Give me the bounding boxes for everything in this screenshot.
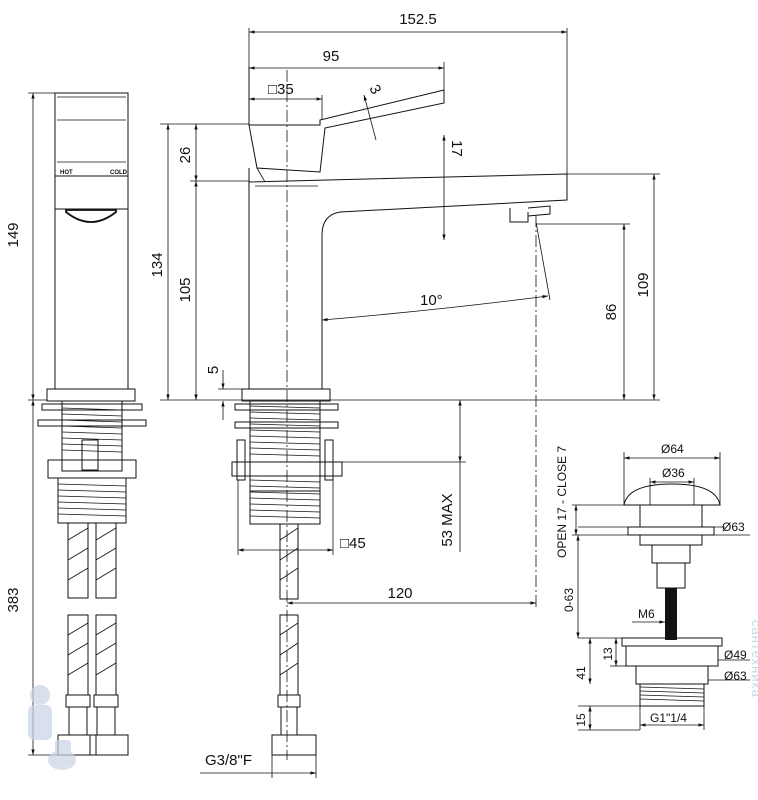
waste-range: 0-63	[562, 588, 576, 612]
waste-flange-diameter: Ø63	[722, 520, 745, 534]
dim-10-deg: 10°	[420, 292, 443, 309]
dim-lever-square: □35	[268, 81, 294, 98]
dim-152-5: 152.5	[399, 11, 437, 28]
waste-button-diameter: Ø36	[662, 466, 685, 480]
hot-label: HOT	[60, 170, 73, 176]
side-view: HOT COLD	[5, 92, 147, 756]
dim-3: 3	[365, 82, 384, 97]
waste-stroke: OPEN 17 - CLOSE 7	[555, 446, 569, 558]
dim-120: 120	[387, 585, 412, 602]
waste-thread-length: 15	[574, 713, 588, 727]
dim-26: 26	[177, 147, 194, 164]
cold-label: COLD	[110, 170, 128, 176]
side-hoses	[57, 522, 129, 756]
waste-lower-flange-diameter: Ø63	[724, 669, 747, 683]
dim-connection: G3/8"F	[205, 752, 252, 769]
dim-383: 383	[5, 587, 22, 612]
side-thread-upper	[61, 407, 123, 453]
watermark-text: сантехника	[749, 620, 758, 698]
waste-thread-size: G1"1/4	[650, 711, 687, 725]
waste-thread	[639, 686, 705, 702]
front-view: 152.5 95 □35 3 17 26 134 105 5	[149, 11, 660, 778]
dim-17: 17	[448, 140, 465, 157]
side-thread-lower	[57, 483, 127, 517]
waste-flange-height: 13	[601, 647, 615, 661]
waste-cap-diameter: Ø64	[661, 442, 684, 456]
waste-view: Ø64 Ø36 Ø63 OPEN 17 - CLOSE 7 0-63 M6 13…	[555, 442, 750, 731]
dim-86: 86	[603, 304, 620, 321]
dim-105: 105	[177, 277, 194, 302]
front-thread-upper	[249, 405, 321, 519]
dim-53-max: 53 MAX	[439, 493, 456, 546]
waste-rod: M6	[638, 607, 655, 621]
waste-body-diameter: Ø49	[724, 648, 747, 662]
waste-lower-height: 41	[574, 666, 588, 680]
watermark-logo	[28, 685, 76, 770]
dim-134: 134	[149, 252, 166, 277]
dim-95: 95	[323, 48, 340, 65]
dim-base-square: □45	[340, 535, 366, 552]
dim-109: 109	[635, 272, 652, 297]
dim-5: 5	[205, 366, 222, 374]
dim-149: 149	[5, 222, 22, 247]
